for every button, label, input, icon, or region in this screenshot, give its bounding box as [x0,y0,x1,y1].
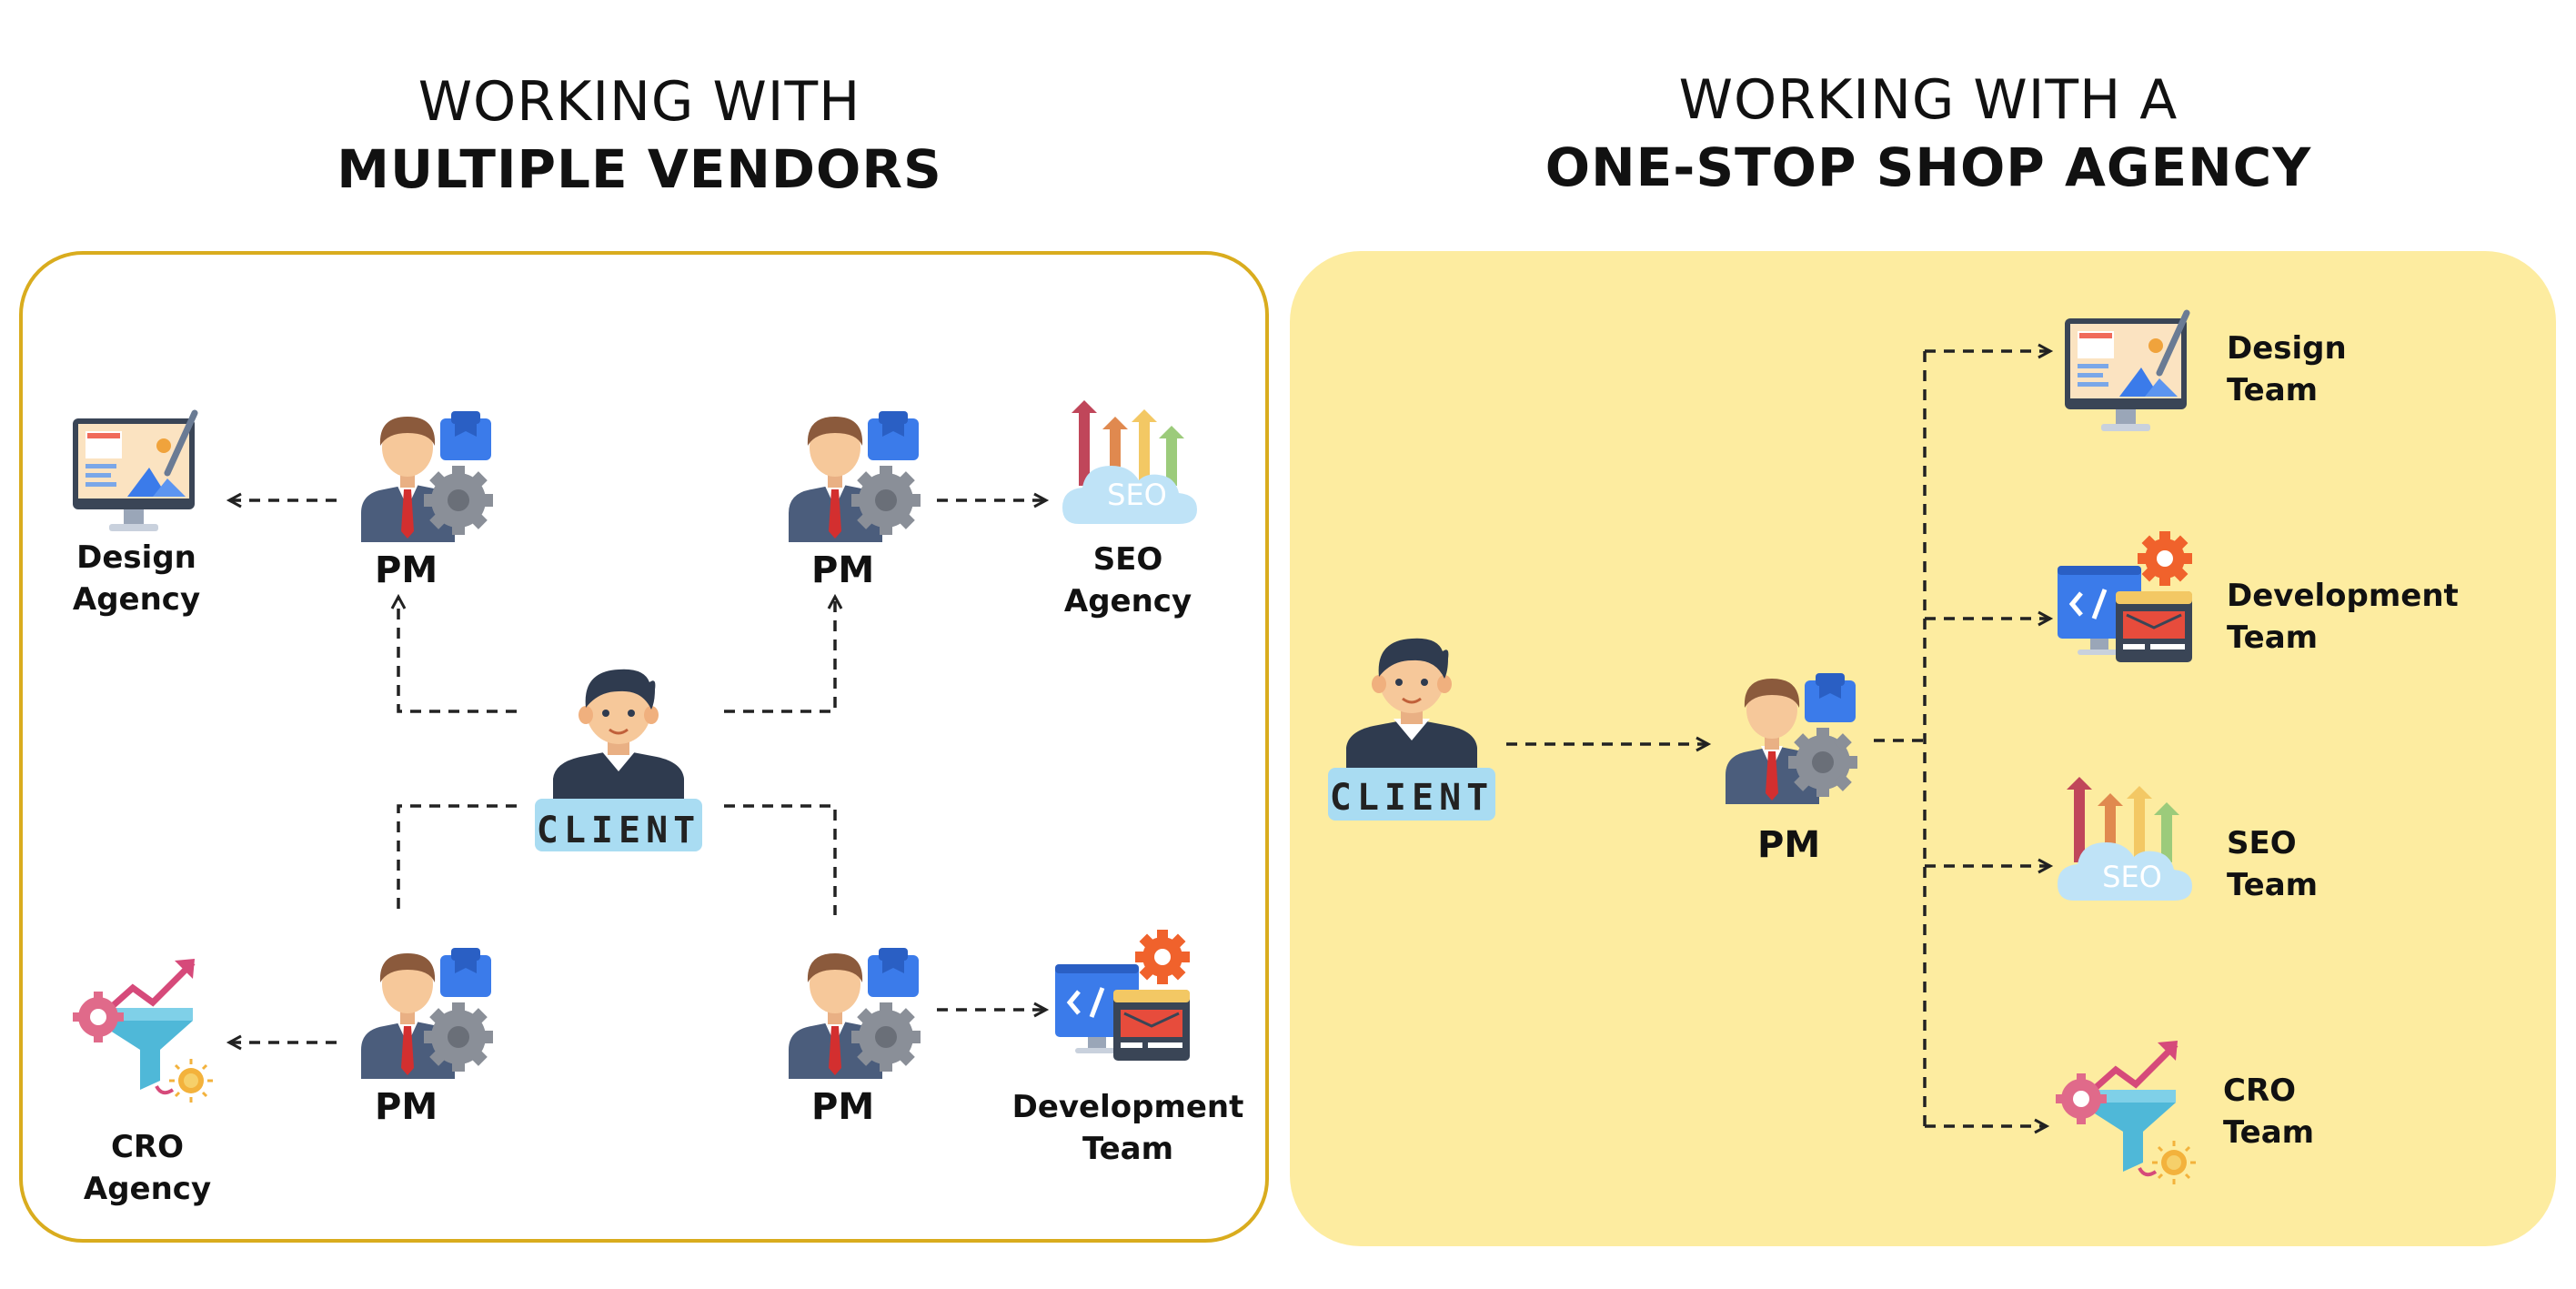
right-title-line1: WORKING WITH A [1678,68,2179,132]
right-cro-icon [2056,1041,2196,1184]
connector-client-to-pm-top-left [390,593,517,713]
right-dev-icon [2058,531,2192,662]
right-development-team-label: Development Team [2227,578,2459,656]
left-dev-icon [1055,930,1190,1061]
left-title: WORKING WITH MULTIPLE VENDORS [18,69,1261,204]
right-design-team-label: Design Team [2227,330,2347,408]
left-seo-icon-text: SEO [1107,478,1167,512]
left-pm-label-top-left: PM [375,549,438,591]
left-design-agency-label: Design Agency [72,539,201,618]
left-title-line2: MULTIPLE VENDORS [337,138,942,200]
left-cro-icon [73,959,213,1103]
left-client-label: CLIENT [537,810,701,851]
left-pm-label-bottom-right: PM [811,1086,875,1128]
right-pm-label: PM [1757,824,1821,866]
right-cro-team-label: CRO Team [2223,1072,2315,1151]
right-client-label: CLIENT [1330,777,1494,819]
right-title: WORKING WITH A ONE-STOP SHOP AGENCY [1292,67,2565,202]
left-development-team-label: Development Team [1011,1089,1244,1167]
right-title-line2: ONE-STOP SHOP AGENCY [1545,136,2312,198]
left-pm-icon-bottom-left [361,948,493,1079]
left-seo-agency-label: SEO Agency [1063,541,1192,619]
left-pm-icon-top-right [789,411,921,542]
right-seo-icon-text: SEO [2102,860,2162,894]
one-stop-shop-panel [1290,251,2556,1246]
left-cro-agency-label: CRO Agency [83,1129,212,1207]
right-design-icon [2065,313,2187,431]
connector-client-to-pm-bottom-right [724,804,837,915]
left-title-line1: WORKING WITH [418,70,861,134]
multiple-vendors-panel [19,251,1269,1243]
left-pm-label-top-right: PM [811,549,875,591]
left-pm-icon-bottom-right [789,948,921,1079]
right-seo-team-label: SEO Team [2227,825,2319,903]
connector-client-to-pm-bottom-left [397,804,517,915]
left-pm-icon-top-left [361,411,493,542]
left-pm-label-bottom-left: PM [375,1086,438,1128]
connector-client-to-pm-top-right [724,593,843,713]
left-design-icon [73,413,195,531]
right-pm-icon [1726,673,1857,804]
